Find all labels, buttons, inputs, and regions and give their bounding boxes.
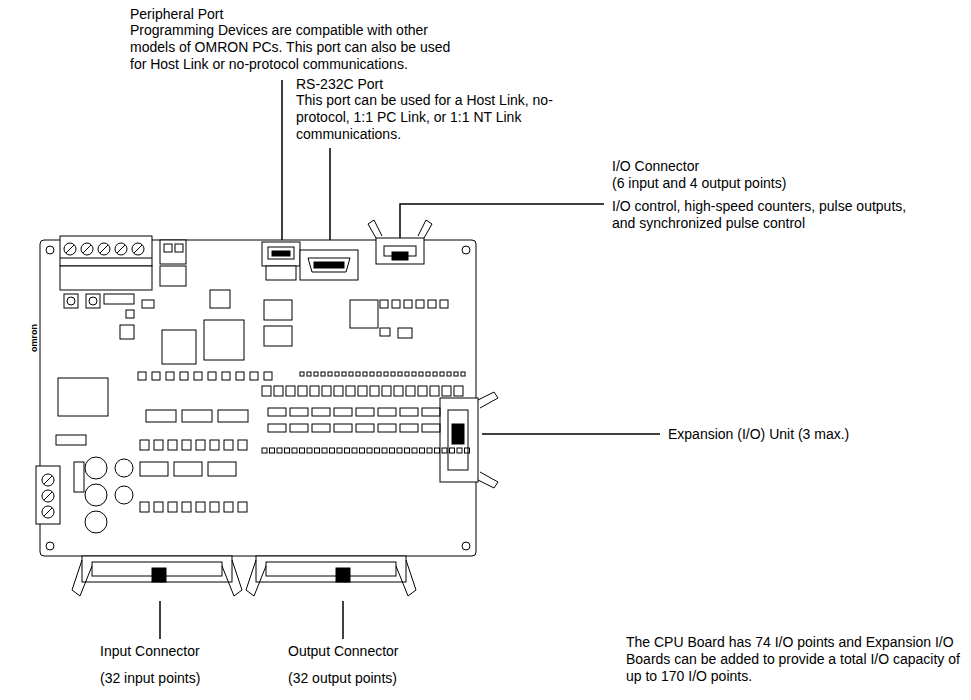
callout-label: (6 input and 4 output points) xyxy=(612,175,786,192)
input-connector xyxy=(72,556,242,596)
callout-label: Peripheral Port xyxy=(130,6,223,23)
callout-label: This port can be used for a Host Link, n… xyxy=(296,92,596,143)
callout-label: RS-232C Port xyxy=(296,76,383,93)
callout-label: Programming Devices are compatible with … xyxy=(130,22,470,73)
callout-label: I/O Connector xyxy=(612,158,699,175)
io-connector xyxy=(368,220,432,264)
logo-text: omron xyxy=(30,324,39,352)
left-terminal xyxy=(36,466,60,524)
components xyxy=(56,290,412,533)
peripheral-port xyxy=(262,242,300,280)
expansion-connector xyxy=(440,392,498,488)
output-connector xyxy=(246,556,416,596)
callout-label: Expansion (I/O) Unit (3 max.) xyxy=(668,426,849,443)
callout-label: (32 input points) xyxy=(100,670,200,687)
callout-label: (32 output points) xyxy=(288,670,397,687)
callout-label: The CPU Board has 74 I/O points and Expa… xyxy=(626,634,964,685)
callout-label: Output Connector xyxy=(288,643,399,660)
power-connector xyxy=(160,240,186,286)
terminal-block xyxy=(60,236,152,290)
led-and-chip-rows xyxy=(138,300,470,512)
rs232c-port xyxy=(300,250,358,280)
callout-label: I/O control, high-speed counters, pulse … xyxy=(612,198,912,232)
terminal-screws xyxy=(64,243,144,255)
board xyxy=(40,240,476,556)
callout-label: Input Connector xyxy=(100,643,200,660)
